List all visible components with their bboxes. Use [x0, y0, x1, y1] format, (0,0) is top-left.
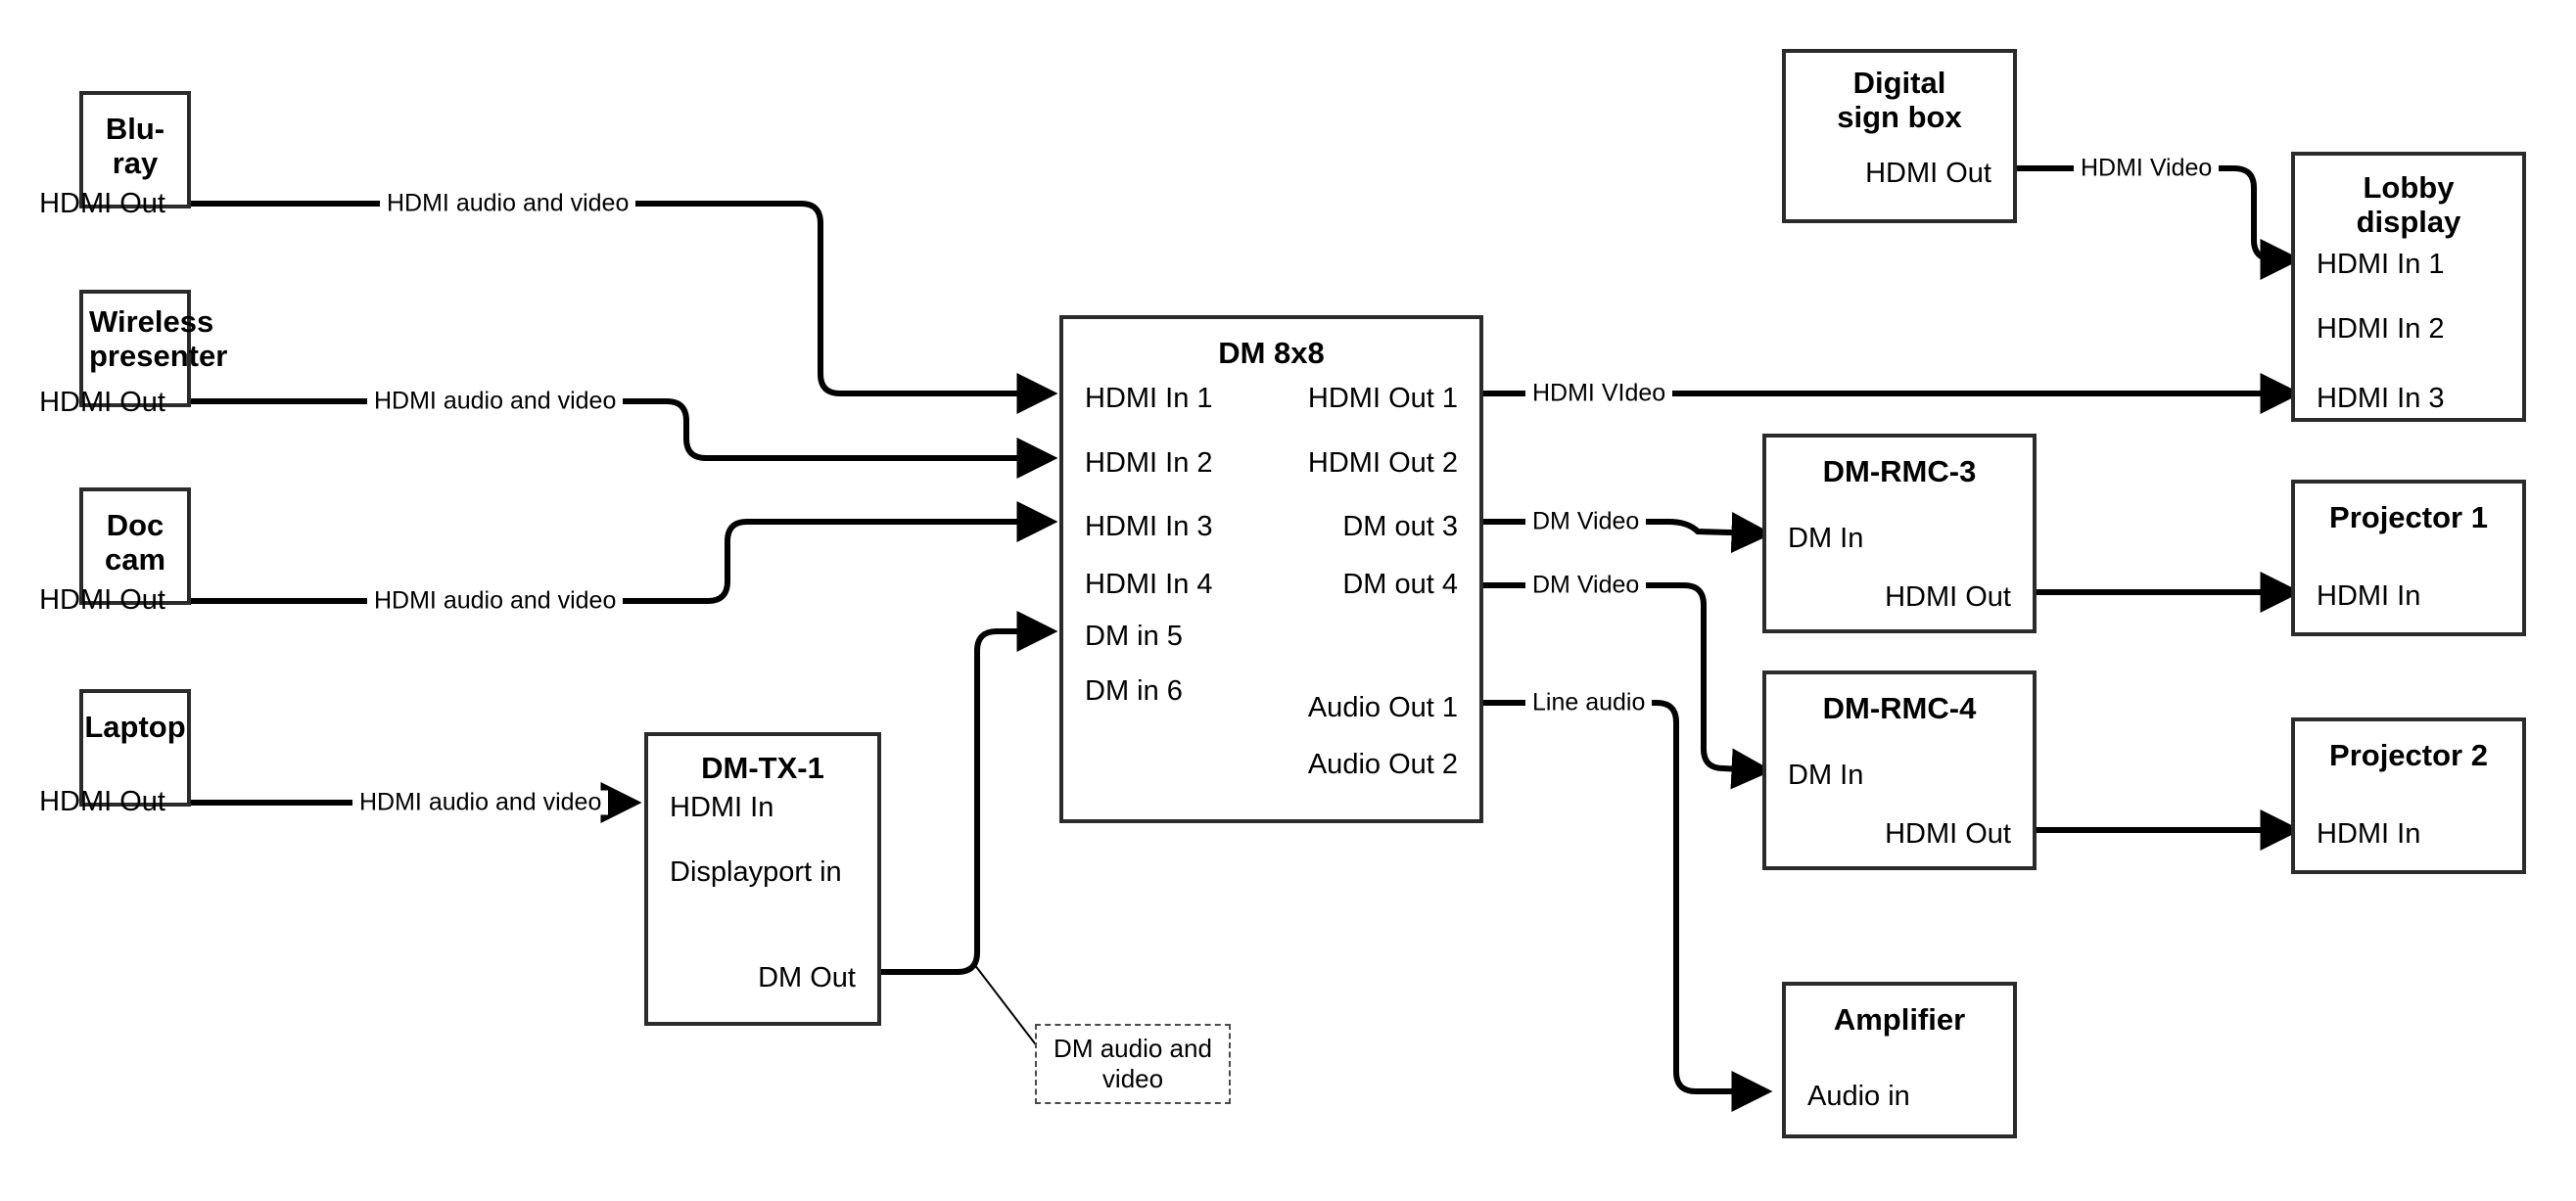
- wire-doc-cam-to-dm8x8-hdmi-in-3: [191, 501, 1058, 604]
- port-hdmi-out: HDMI Out: [1885, 581, 2011, 613]
- port-audio-in: Audio in: [1807, 1081, 1910, 1112]
- port-dm-out-3: DM out 3: [1342, 511, 1458, 542]
- edge-label-wireless-presenter-to-dm8x8: HDMI audio and video: [367, 389, 624, 414]
- node-laptop[interactable]: Laptop HDMI Out: [39, 689, 191, 817]
- port-hdmi-out-2: HDMI Out 2: [1307, 447, 1458, 479]
- node-title: Amplifier: [1833, 1002, 1966, 1037]
- node-title: Doc cam: [104, 508, 166, 577]
- edge-label-dm8x8-dm-out-4-to-dm-rmc-4: DM Video: [1525, 573, 1647, 598]
- node-title: Projector 1: [2329, 500, 2488, 534]
- callout-dm-audio-and-video: DM audio and video: [1035, 1024, 1231, 1104]
- node-dm-rmc-3[interactable]: DM-RMC-3 DM In HDMI Out: [1762, 434, 2037, 633]
- node-wireless-presenter[interactable]: Wireless presenter HDMI Out: [39, 290, 228, 418]
- port-dm-in-6: DM in 6: [1085, 675, 1183, 707]
- node-title: DM-RMC-3: [1822, 454, 1977, 488]
- port-hdmi-in-3: HDMI In 3: [1085, 511, 1213, 542]
- port-hdmi-out: HDMI Out: [39, 786, 165, 817]
- wire-wireless-presenter-to-dm8x8-hdmi-in-2: [191, 398, 1058, 479]
- wire-dm8x8-dm-out-3-to-dm-rmc-3-dm-in: [1483, 512, 1773, 554]
- edge-label-dm8x8-audio-out-1-to-amplifier: Line audio: [1525, 690, 1653, 716]
- port-dm-in: DM In: [1788, 523, 1864, 554]
- edge-label-bluray-to-dm8x8: HDMI audio and video: [380, 191, 636, 216]
- node-title: DM-TX-1: [701, 751, 824, 785]
- port-hdmi-out: HDMI Out: [1865, 158, 1991, 189]
- node-dm-tx-1[interactable]: DM-TX-1 HDMI In Displayport in DM Out: [644, 732, 881, 1026]
- node-lobby-display[interactable]: Lobby display HDMI In 1 HDMI In 2 HDMI I…: [2291, 152, 2526, 422]
- node-title: Laptop: [84, 710, 186, 744]
- node-dm-rmc-4[interactable]: DM-RMC-4 DM In HDMI Out: [1762, 670, 2037, 870]
- port-displayport-in: Displayport in: [670, 856, 842, 888]
- node-title: Projector 2: [2329, 738, 2488, 772]
- edge-label-dm8x8-hdmi-out-1-to-lobby-display: HDMI VIdeo: [1525, 381, 1673, 406]
- node-bluray[interactable]: Blu-ray HDMI Out: [39, 91, 191, 219]
- port-hdmi-in: HDMI In: [670, 792, 774, 823]
- wire-dm-tx-1-to-dm8x8-dm-in-5: [881, 611, 1058, 975]
- port-hdmi-out: HDMI Out: [39, 584, 165, 616]
- port-audio-out-2: Audio Out 2: [1307, 749, 1458, 780]
- port-hdmi-out: HDMI Out: [39, 387, 165, 418]
- edge-label-digital-sign-box-to-lobby-display: HDMI Video: [2074, 156, 2220, 181]
- node-title: Digital sign box: [1837, 66, 1962, 134]
- node-projector-1[interactable]: Projector 1 HDMI In: [2291, 480, 2526, 636]
- port-hdmi-in-2: HDMI In 2: [1085, 447, 1213, 479]
- port-hdmi-in-2: HDMI In 2: [2317, 313, 2445, 345]
- port-hdmi-in-1: HDMI In 1: [1085, 383, 1213, 414]
- wire-bluray-to-dm8x8-hdmi-in-1: [191, 201, 1058, 414]
- edge-label-dm8x8-dm-out-3-to-dm-rmc-3: DM Video: [1525, 509, 1647, 534]
- port-hdmi-in: HDMI In: [2317, 818, 2421, 850]
- port-audio-out-1: Audio Out 1: [1307, 692, 1458, 723]
- node-title: Lobby display: [2356, 170, 2461, 239]
- port-hdmi-in: HDMI In: [2317, 580, 2421, 612]
- port-dm-in-5: DM in 5: [1085, 621, 1183, 652]
- port-dm-out: DM Out: [758, 962, 856, 993]
- wire-dm8x8-audio-out-1-to-amplifier-audio-in: [1483, 700, 1773, 1112]
- port-hdmi-out-1: HDMI Out 1: [1307, 383, 1458, 414]
- wire-digital-sign-box-to-lobby-display-hdmi-in-1: [2017, 165, 2302, 280]
- port-hdmi-out: HDMI Out: [1885, 818, 2011, 850]
- callout-leader-line: [973, 963, 1039, 1048]
- node-digital-sign-box[interactable]: Digital sign box HDMI Out: [1782, 49, 2017, 223]
- port-hdmi-in-1: HDMI In 1: [2317, 249, 2445, 280]
- node-dm-8x8[interactable]: DM 8x8 HDMI In 1 HDMI In 2 HDMI In 3 HDM…: [1059, 315, 1483, 823]
- node-title: Wireless presenter: [89, 304, 228, 373]
- port-hdmi-in-3: HDMI In 3: [2317, 383, 2445, 414]
- port-hdmi-in-4: HDMI In 4: [1085, 569, 1213, 600]
- edge-label-doc-cam-to-dm8x8: HDMI audio and video: [367, 588, 624, 614]
- wire-dm8x8-dm-out-4-to-dm-rmc-4-dm-in: [1483, 582, 1773, 790]
- port-hdmi-out: HDMI Out: [39, 188, 165, 219]
- port-dm-in: DM In: [1788, 760, 1864, 791]
- node-title: DM-RMC-4: [1822, 691, 1977, 725]
- port-dm-out-4: DM out 4: [1342, 569, 1458, 600]
- node-title: DM 8x8: [1218, 336, 1325, 370]
- node-title: Blu-ray: [105, 112, 165, 180]
- node-projector-2[interactable]: Projector 2 HDMI In: [2291, 717, 2526, 874]
- node-amplifier[interactable]: Amplifier Audio in: [1782, 982, 2017, 1138]
- edge-label-laptop-to-dm-tx-1: HDMI audio and video: [352, 790, 609, 815]
- node-doc-cam[interactable]: Doc cam HDMI Out: [39, 487, 191, 616]
